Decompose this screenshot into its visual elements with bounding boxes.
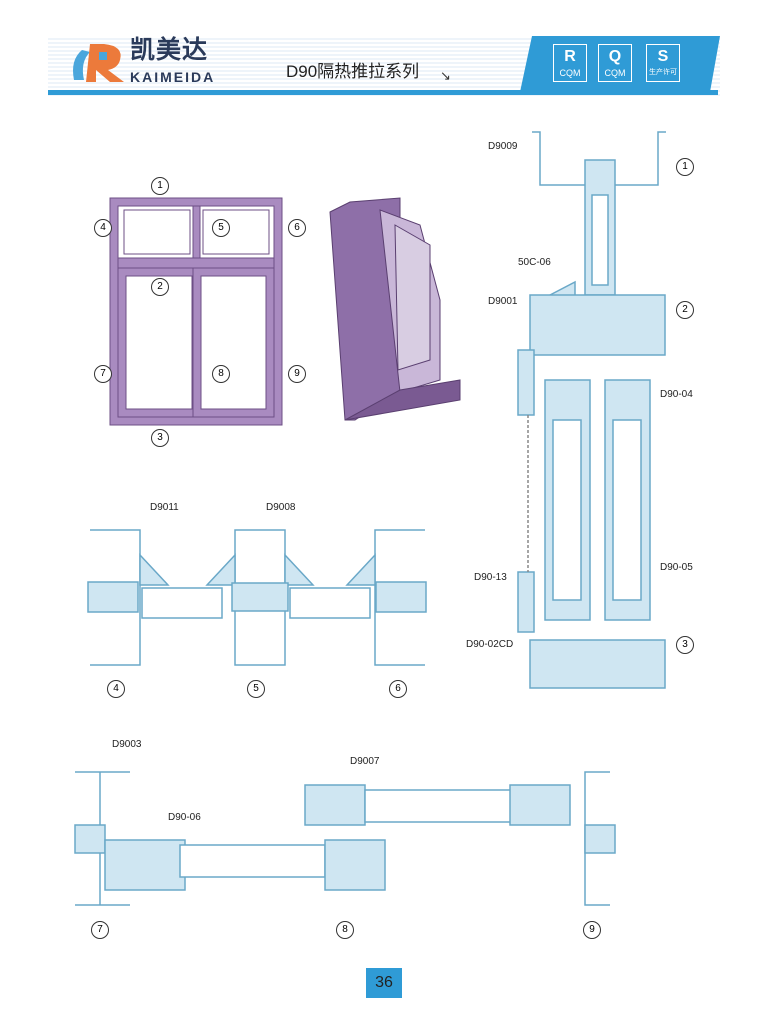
brand-name-en: KAIMEIDA	[130, 69, 216, 85]
label-d9007: D9007	[350, 756, 380, 767]
marker-1: 1	[676, 158, 694, 176]
cert-mark: S	[657, 48, 669, 65]
label-d90-13: D90-13	[474, 572, 507, 583]
marker-2: 2	[151, 278, 169, 296]
marker-4: 4	[94, 219, 112, 237]
label-d9003: D9003	[112, 739, 142, 750]
marker-5: 5	[212, 219, 230, 237]
horizontal-section-bottom	[74, 771, 616, 906]
label-d9011: D9011	[150, 502, 179, 513]
marker-5: 5	[247, 680, 265, 698]
page-number: 36	[366, 968, 402, 998]
cert-text: CQM	[604, 68, 626, 78]
cert-text: CQM	[559, 68, 581, 78]
horizontal-section-top	[87, 529, 427, 666]
profile-3d-view	[329, 197, 461, 421]
label-d90-02cd: D90-02CD	[466, 639, 514, 650]
label-d90-06: D90-06	[168, 812, 201, 823]
cert-s-icon: S 生产许可	[646, 44, 680, 82]
marker-2: 2	[676, 301, 694, 319]
label-d90-04: D90-04	[660, 389, 693, 400]
marker-7: 7	[91, 921, 109, 939]
cert-q-icon: Q CQM	[598, 44, 632, 82]
marker-8: 8	[212, 365, 230, 383]
header-divider	[48, 90, 718, 95]
marker-7: 7	[94, 365, 112, 383]
marker-4: 4	[107, 680, 125, 698]
cert-text: 生产许可	[649, 69, 677, 76]
marker-1: 1	[151, 177, 169, 195]
label-d90-05: D90-05	[660, 562, 693, 573]
arrow-icon: ↘	[440, 68, 451, 83]
series-title: D90隔热推拉系列	[286, 62, 420, 81]
cert-mark: Q	[608, 48, 622, 65]
brand-name-cn: 凯美达	[130, 36, 209, 64]
marker-9: 9	[583, 921, 601, 939]
marker-8: 8	[336, 921, 354, 939]
marker-6: 6	[288, 219, 306, 237]
marker-3: 3	[151, 429, 169, 447]
cert-mark: R	[564, 48, 576, 65]
marker-9: 9	[288, 365, 306, 383]
label-d9001: D9001	[488, 296, 518, 307]
marker-3: 3	[676, 636, 694, 654]
marker-6: 6	[389, 680, 407, 698]
vertical-section	[517, 131, 666, 689]
label-d9008: D9008	[266, 502, 296, 513]
label-50c-06: 50C-06	[518, 257, 551, 268]
cert-r-icon: R CQM	[553, 44, 587, 82]
window-elevation	[109, 197, 283, 426]
label-d9009: D9009	[488, 141, 518, 152]
